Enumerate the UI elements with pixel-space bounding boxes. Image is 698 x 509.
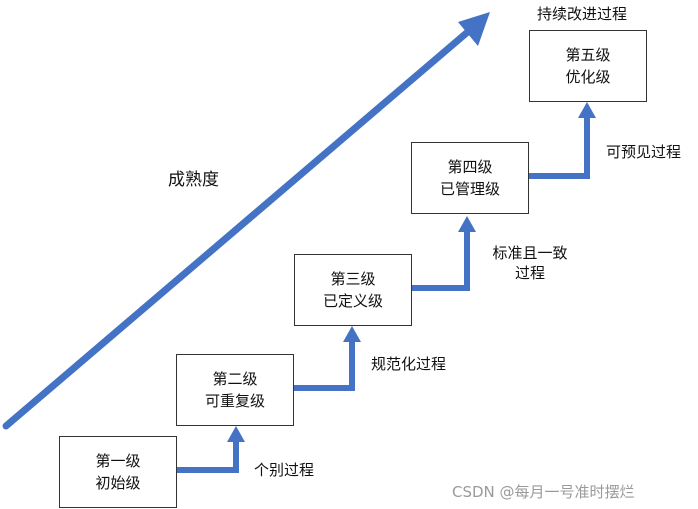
level-box-3: 第三级 已定义级	[294, 254, 412, 326]
step-arrow-1	[176, 426, 245, 473]
level-box-4: 第四级 已管理级	[411, 142, 529, 214]
level-desc: 可重复级	[204, 392, 265, 410]
step-arrow-4	[527, 102, 596, 179]
level-desc: 已定义级	[322, 292, 383, 310]
transition-line: 过程	[514, 264, 545, 282]
transition-label-2: 规范化过程	[371, 355, 447, 373]
transition-label-4: 可预见过程	[606, 143, 682, 161]
step-arrow-2	[294, 326, 361, 391]
level-name: 第三级	[330, 270, 376, 288]
level-box-2: 第二级 可重复级	[176, 354, 294, 426]
maturity-label: 成熟度	[168, 170, 219, 190]
transition-label-1: 个别过程	[254, 461, 315, 479]
level-name: 第二级	[212, 370, 258, 388]
level-name: 第一级	[95, 452, 141, 470]
level-name: 第五级	[565, 46, 611, 64]
watermark: CSDN @每月一号准时摆烂	[452, 483, 635, 501]
transition-line: 标准且一致	[492, 244, 568, 262]
level-desc: 初始级	[95, 474, 141, 492]
maturity-arrow	[2, 12, 490, 430]
level-desc: 优化级	[565, 68, 611, 86]
level-box-1: 第一级 初始级	[59, 436, 177, 508]
diagram-title: 持续改进过程	[537, 5, 628, 23]
level-box-5: 第五级 优化级	[529, 30, 647, 102]
step-arrow-3	[412, 216, 476, 291]
level-desc: 已管理级	[439, 180, 500, 198]
level-name: 第四级	[447, 158, 493, 176]
transition-label-3: 标准且一致 过程	[487, 243, 573, 283]
